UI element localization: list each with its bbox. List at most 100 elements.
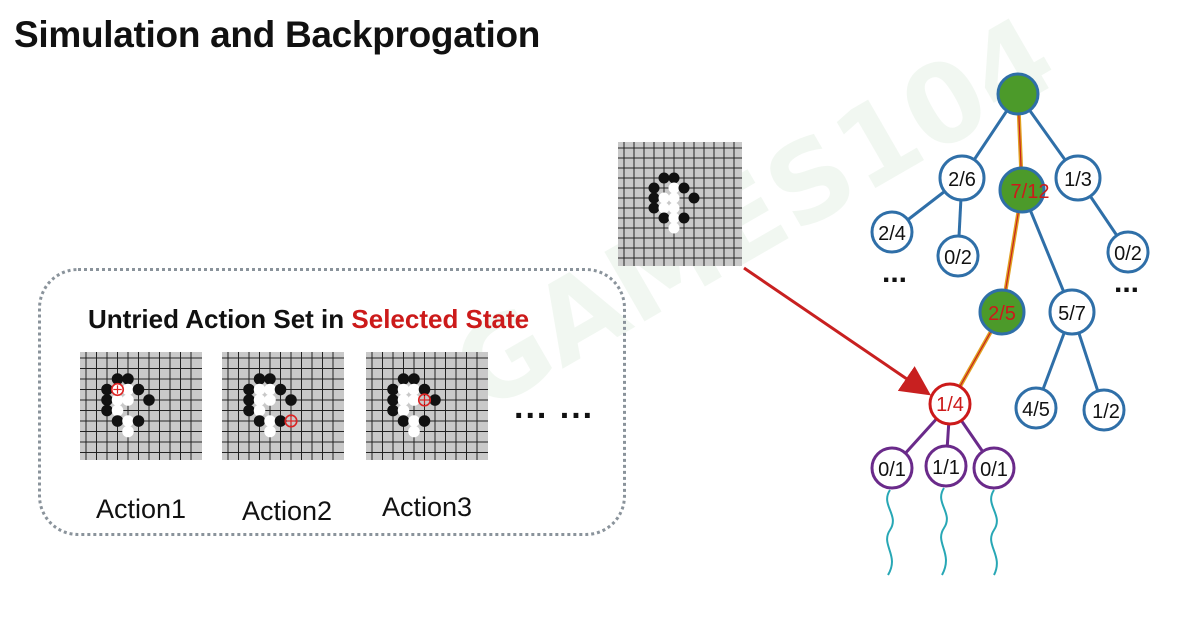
node-label: 4/5 xyxy=(1022,399,1050,421)
heading-highlight: Selected State xyxy=(351,304,530,334)
action1-board[interactable] xyxy=(80,352,202,460)
tree-node-root[interactable] xyxy=(996,72,1040,116)
action3-board[interactable] xyxy=(366,352,488,460)
black-stone xyxy=(132,415,145,427)
more-actions-ellipsis: ... ... xyxy=(514,388,595,426)
black-stone xyxy=(429,394,441,406)
black-stone xyxy=(264,373,276,385)
black-stone xyxy=(274,415,287,427)
node-label: 7/12 xyxy=(1011,181,1050,203)
node-label: 2/4 xyxy=(878,223,906,245)
tree-node-2-5[interactable]: 2/5 xyxy=(978,288,1026,336)
tree-node-1-3[interactable]: 1/3 xyxy=(1054,154,1102,202)
white-stone xyxy=(408,415,420,427)
black-stone xyxy=(111,373,124,385)
white-stone xyxy=(397,404,410,417)
tree-node-4-5[interactable]: 4/5 xyxy=(1014,386,1058,430)
new-move-marker xyxy=(110,382,125,397)
white-stone xyxy=(668,212,680,224)
black-stone xyxy=(111,415,124,427)
page-title: Simulation and Backprogation xyxy=(14,14,541,55)
black-stone xyxy=(688,192,700,204)
node-label: 0/2 xyxy=(1114,243,1142,265)
untried-action-panel xyxy=(38,268,626,536)
tree-node-0-1-left[interactable]: 0/1 xyxy=(870,446,914,490)
node-label: 2/5 xyxy=(988,303,1016,325)
white-stone xyxy=(253,383,266,396)
white-stone xyxy=(658,192,670,204)
rollout-lines xyxy=(886,487,998,576)
tree-node-1-2[interactable]: 1/2 xyxy=(1082,388,1126,432)
white-stone xyxy=(668,202,680,214)
action1-label: Action1 xyxy=(95,494,187,524)
heading-prefix: Untried Action Set in xyxy=(88,304,352,334)
action3-label: Action3 xyxy=(381,492,473,522)
node-label: 0/1 xyxy=(980,459,1008,481)
black-stone xyxy=(101,394,113,406)
node-label: 1/4 xyxy=(936,394,964,416)
black-stone xyxy=(397,415,410,427)
black-stone xyxy=(387,394,399,406)
black-stone xyxy=(122,373,134,385)
black-stone xyxy=(243,404,255,417)
white-stone xyxy=(397,394,410,406)
tree-ellipsis-right: ... xyxy=(1114,266,1139,299)
tree-node-1-4-selected[interactable]: 1/4 xyxy=(928,382,972,426)
untried-action-heading: Untried Action Set in Selected State xyxy=(88,304,529,335)
black-stone xyxy=(143,394,155,406)
black-stone xyxy=(101,404,113,417)
black-stone xyxy=(387,383,399,396)
black-stone xyxy=(243,394,255,406)
white-stone xyxy=(668,182,680,194)
white-stone xyxy=(264,383,276,396)
tree-node-0-2-left[interactable]: 0/2 xyxy=(936,234,980,278)
black-stone xyxy=(658,212,670,224)
white-stone xyxy=(111,404,124,417)
node-label: 1/3 xyxy=(1064,169,1092,191)
black-stone xyxy=(648,192,660,204)
black-stone xyxy=(387,404,399,417)
white-stone xyxy=(397,383,410,396)
node-label: 0/2 xyxy=(944,247,972,269)
selected-state-board xyxy=(618,142,742,266)
white-stone xyxy=(668,192,680,204)
tree-node-5-7[interactable]: 5/7 xyxy=(1048,288,1096,336)
new-move-marker xyxy=(417,393,432,407)
tree-node-0-1-right[interactable]: 0/1 xyxy=(972,446,1016,490)
white-stone xyxy=(122,415,134,427)
tree-ellipsis-left: ... xyxy=(882,256,907,289)
black-stone xyxy=(678,212,690,224)
new-move-marker xyxy=(284,414,298,428)
tree-node-1-1[interactable]: 1/1 xyxy=(924,444,968,488)
white-stone xyxy=(408,425,420,438)
node-label: 1/2 xyxy=(1092,401,1120,423)
action2-board[interactable] xyxy=(222,352,344,460)
black-stone xyxy=(408,373,420,385)
tree-node-0-2-right[interactable]: 0/2 xyxy=(1106,230,1150,274)
white-stone xyxy=(408,383,420,396)
action2-label: Action2 xyxy=(241,496,333,526)
black-stone xyxy=(101,383,113,396)
black-stone xyxy=(648,182,660,194)
black-stone xyxy=(648,202,660,214)
black-stone xyxy=(132,383,145,396)
white-stone xyxy=(122,394,134,406)
black-stone xyxy=(253,415,266,427)
white-stone xyxy=(668,222,680,234)
tree-node-2-4[interactable]: 2/4 xyxy=(870,210,914,254)
white-stone xyxy=(253,394,266,406)
black-stone xyxy=(274,383,287,396)
tree-node-2-6[interactable]: 2/6 xyxy=(938,154,986,202)
black-stone xyxy=(418,383,431,396)
tree-node-7-12[interactable]: 7/12 xyxy=(998,166,1050,214)
node-label: 2/6 xyxy=(948,169,976,191)
black-stone xyxy=(658,172,670,184)
white-stone xyxy=(264,415,276,427)
black-stone xyxy=(678,182,690,194)
black-stone xyxy=(397,373,410,385)
white-stone xyxy=(264,425,276,438)
node-label: 5/7 xyxy=(1058,303,1086,325)
node-label: 1/1 xyxy=(932,457,960,479)
white-stone xyxy=(658,202,670,214)
